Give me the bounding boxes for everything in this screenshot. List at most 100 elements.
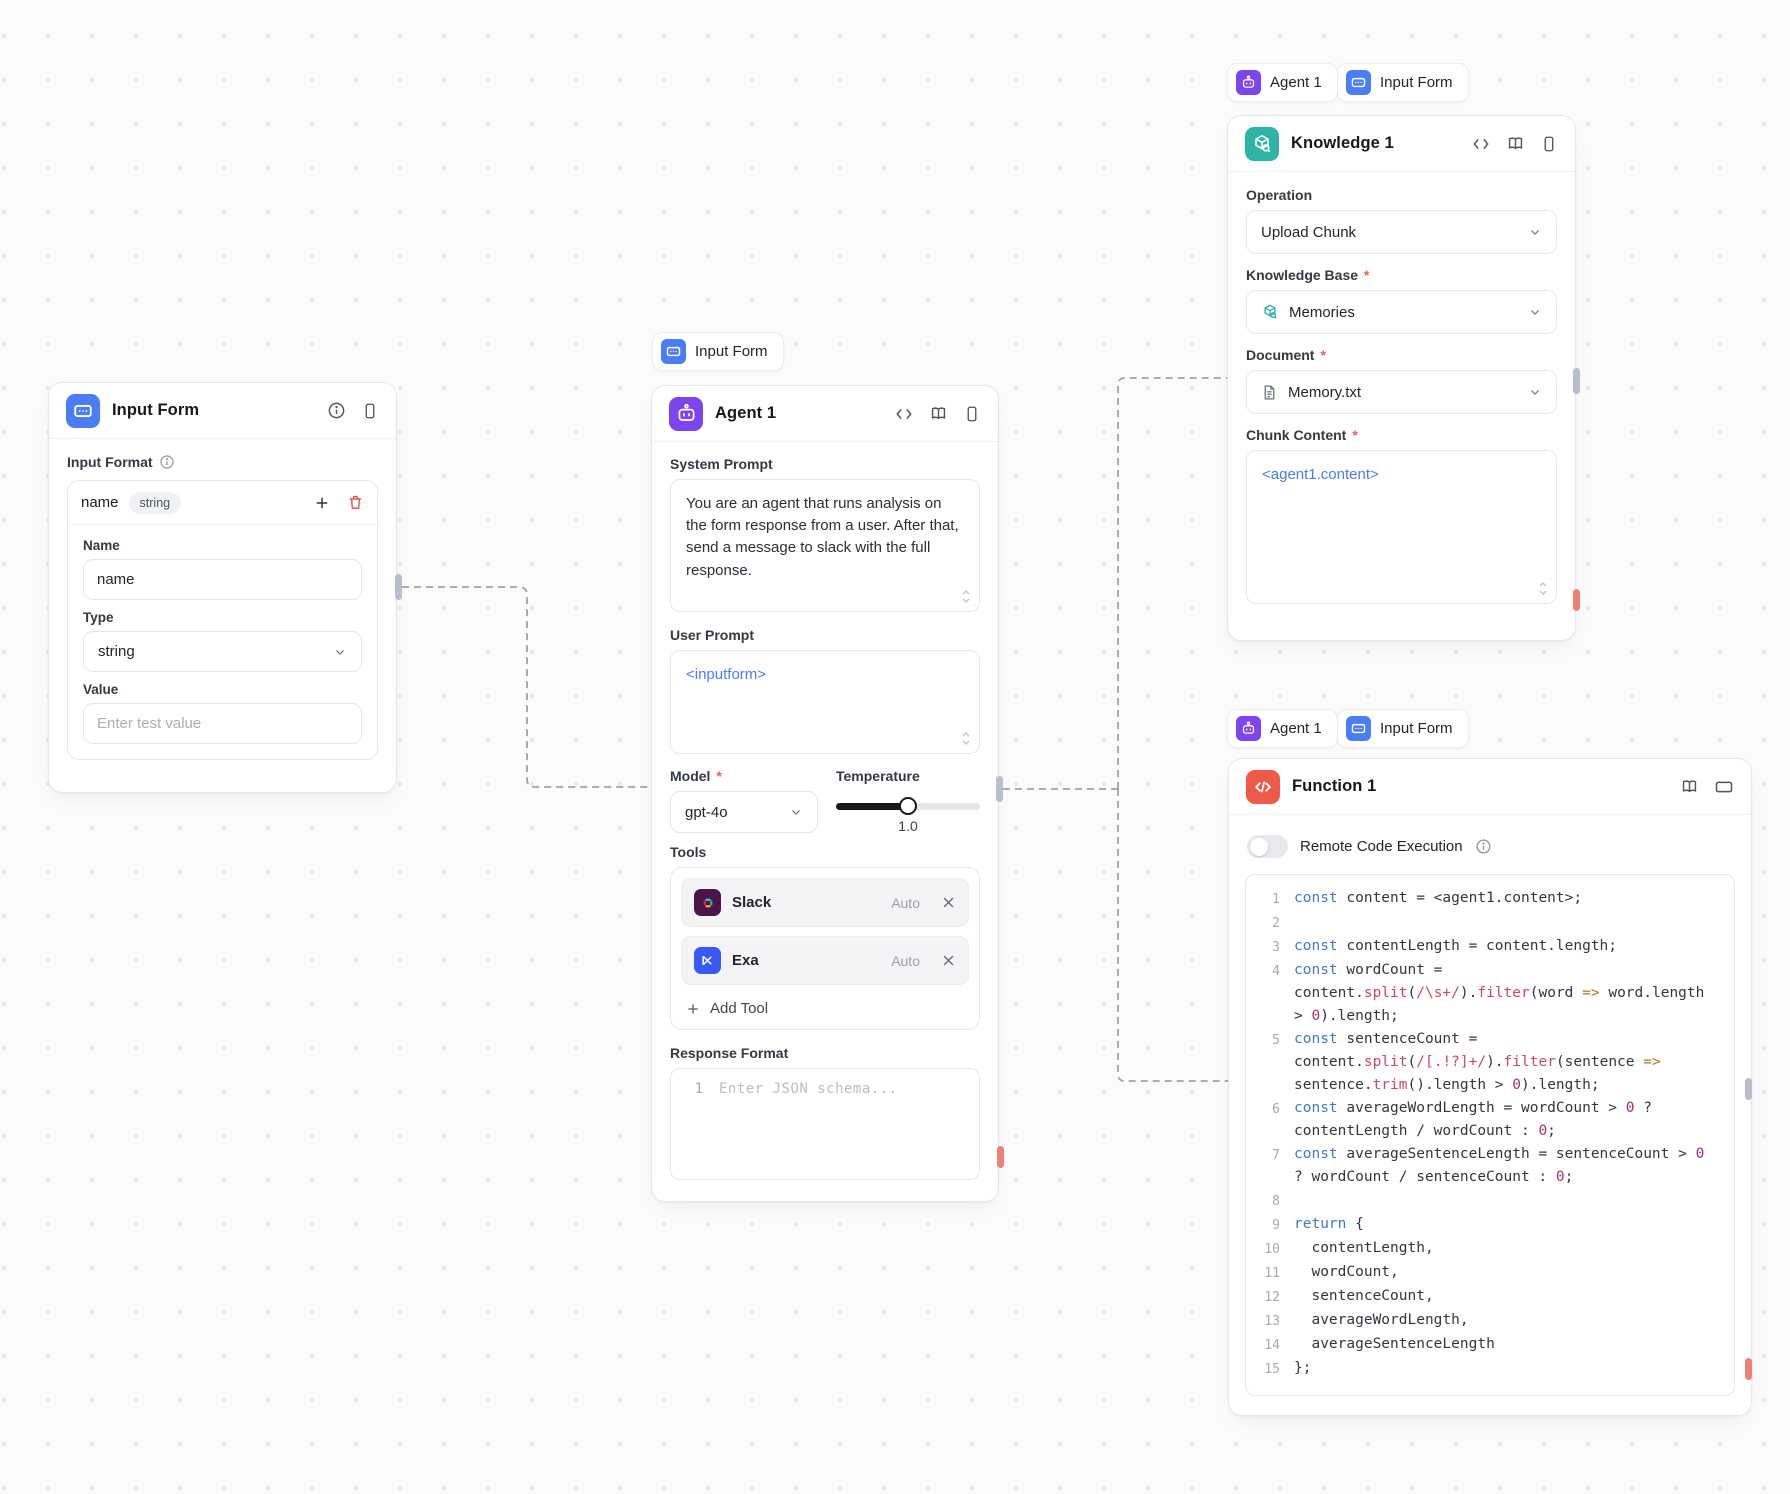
knowledge-icon <box>1245 126 1279 161</box>
port-inputform-output[interactable] <box>395 574 402 600</box>
code-line[interactable]: 8 <box>1246 1189 1726 1213</box>
node-title: Knowledge 1 <box>1291 134 1394 152</box>
model-select[interactable]: gpt-4o <box>670 791 818 833</box>
document-icon <box>1261 384 1278 401</box>
agent-icon <box>669 396 703 431</box>
type-label: Type <box>83 610 114 625</box>
user-prompt-textarea[interactable]: <inputform> <box>670 650 980 754</box>
remove-tool-icon[interactable] <box>941 895 956 910</box>
node-knowledge-1: Knowledge 1 Operation Upload Chunk Knowl… <box>1227 115 1576 641</box>
resize-handle-icon[interactable] <box>1538 581 1548 596</box>
chip-input-form[interactable]: Input Form <box>652 332 784 371</box>
plus-icon <box>685 1001 701 1017</box>
code-line[interactable]: 11 wordCount, <box>1246 1261 1726 1285</box>
code-line[interactable]: 2 <box>1246 911 1726 935</box>
line-number: 4 <box>1272 964 1280 979</box>
add-tool-button[interactable]: Add Tool <box>681 994 969 1019</box>
remote-code-toggle[interactable] <box>1247 835 1288 858</box>
document-select[interactable]: Memory.txt <box>1246 370 1557 414</box>
chip-input-form[interactable]: Input Form <box>1337 63 1469 102</box>
book-icon[interactable] <box>1506 134 1525 153</box>
system-prompt-textarea[interactable]: You are an agent that runs analysis on t… <box>670 479 980 612</box>
input-format-group: name string Name Type string Value <box>67 480 378 760</box>
code-line[interactable]: 12 sentenceCount, <box>1246 1285 1726 1309</box>
line-number: 9 <box>1272 1218 1280 1233</box>
tool-row-exa[interactable]: Exa Auto <box>681 936 969 985</box>
response-format-placeholder: Enter JSON schema... <box>719 1081 898 1097</box>
model-label: Model* <box>670 768 722 784</box>
function-icon <box>1246 769 1280 804</box>
mobile-preview-icon[interactable] <box>361 402 379 420</box>
slider-knob[interactable] <box>899 797 917 815</box>
chunk-content-textarea[interactable]: <agent1.content> <box>1246 450 1557 604</box>
code-line[interactable]: 10 contentLength, <box>1246 1237 1726 1261</box>
slack-icon <box>694 889 721 916</box>
line-number: 1 <box>694 1081 703 1097</box>
field-row[interactable]: name string <box>68 481 377 525</box>
chevron-down-icon <box>789 805 803 819</box>
tools-label: Tools <box>670 844 707 860</box>
line-number: 12 <box>1264 1290 1280 1305</box>
book-icon[interactable] <box>1680 777 1699 796</box>
exa-icon <box>694 947 721 974</box>
name-input[interactable] <box>83 559 362 600</box>
tool-mode[interactable]: Auto <box>891 952 920 969</box>
code-icon[interactable] <box>894 405 914 423</box>
tool-name: Slack <box>732 894 772 911</box>
port-function-secondary[interactable] <box>1745 1358 1752 1380</box>
port-knowledge-output[interactable] <box>1573 368 1580 394</box>
line-number: 7 <box>1272 1148 1280 1163</box>
name-label: Name <box>83 538 120 553</box>
code-line[interactable]: 14 averageSentenceLength <box>1246 1333 1726 1357</box>
user-prompt-label: User Prompt <box>670 627 755 643</box>
chunk-content-label: Chunk Content* <box>1246 427 1358 443</box>
system-prompt-label: System Prompt <box>670 456 773 472</box>
code-icon[interactable] <box>1471 135 1491 153</box>
tool-mode[interactable]: Auto <box>891 894 920 911</box>
mobile-preview-icon[interactable] <box>1540 135 1558 153</box>
mobile-preview-icon[interactable] <box>963 405 981 423</box>
resize-handle-icon[interactable] <box>961 731 971 746</box>
knowledge-base-icon <box>1261 303 1279 321</box>
type-select[interactable]: string <box>83 631 362 672</box>
value-input[interactable] <box>83 703 362 744</box>
response-format-editor[interactable]: 1 Enter JSON schema... <box>670 1068 980 1180</box>
book-icon[interactable] <box>929 404 948 423</box>
field-type-badge: string <box>128 491 182 514</box>
port-agent-output[interactable] <box>996 776 1003 802</box>
input-form-icon <box>1346 70 1371 95</box>
port-function-output[interactable] <box>1745 1078 1752 1100</box>
chip-agent-1[interactable]: Agent 1 <box>1227 709 1338 748</box>
response-format-label: Response Format <box>670 1045 789 1061</box>
info-icon[interactable] <box>159 454 175 470</box>
resize-handle-icon[interactable] <box>961 589 971 604</box>
temperature-slider[interactable]: 1.0 <box>836 791 980 835</box>
add-field-icon[interactable] <box>313 494 331 512</box>
port-knowledge-secondary[interactable] <box>1573 589 1580 611</box>
line-number: 15 <box>1264 1362 1280 1377</box>
operation-label: Operation <box>1246 187 1313 203</box>
remove-tool-icon[interactable] <box>941 953 956 968</box>
tool-row-slack[interactable]: Slack Auto <box>681 878 969 927</box>
info-icon[interactable] <box>327 401 346 420</box>
node-header: Function 1 <box>1229 759 1751 815</box>
info-icon[interactable] <box>1475 838 1492 855</box>
knowledge-base-select[interactable]: Memories <box>1246 290 1557 334</box>
delete-field-icon[interactable] <box>347 494 364 511</box>
chip-agent-1[interactable]: Agent 1 <box>1227 63 1338 102</box>
operation-select[interactable]: Upload Chunk <box>1246 210 1557 254</box>
code-line[interactable]: 15}; <box>1246 1357 1726 1381</box>
chip-input-form[interactable]: Input Form <box>1337 709 1469 748</box>
port-agent-secondary[interactable] <box>997 1146 1004 1168</box>
code-line[interactable]: 13 averageWordLength, <box>1246 1309 1726 1333</box>
input-form-icon <box>661 339 686 364</box>
panel-icon[interactable] <box>1714 779 1734 795</box>
